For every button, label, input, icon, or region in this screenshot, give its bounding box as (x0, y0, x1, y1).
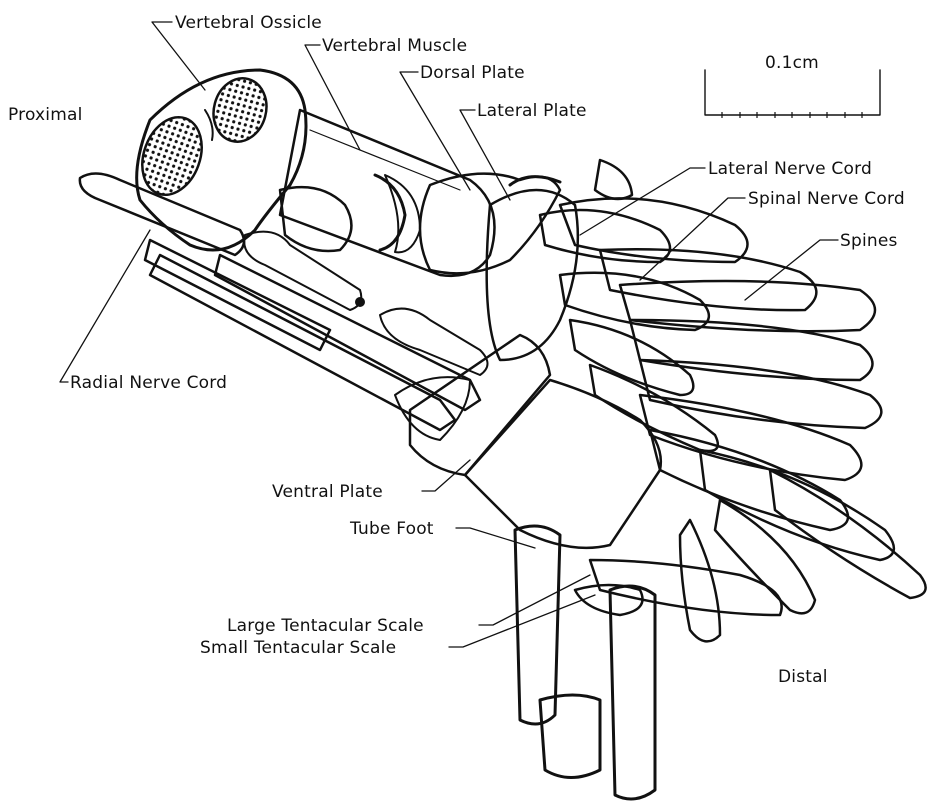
label-distal: Distal (778, 667, 828, 687)
label-vertebral-muscle: Vertebral Muscle (322, 36, 467, 56)
nerve-dot (355, 297, 365, 307)
label-proximal: Proximal (8, 105, 83, 125)
vertebral-ossicle (132, 70, 351, 251)
label-vertebral-ossicle: Vertebral Ossicle (175, 13, 322, 33)
labels: Vertebral Ossicle Vertebral Muscle Dorsa… (8, 13, 905, 687)
scale-bar (705, 70, 880, 118)
scale-bar-label: 0.1cm (765, 53, 819, 73)
label-ventral-plate: Ventral Plate (272, 482, 383, 502)
tube-feet (515, 526, 655, 799)
label-large-tentacular-scale: Large Tentacular Scale (227, 616, 424, 636)
label-small-tentacular-scale: Small Tentacular Scale (200, 638, 396, 658)
label-spinal-nerve-cord: Spinal Nerve Cord (748, 189, 905, 209)
articular-facet-right (207, 72, 274, 147)
leader-lines (60, 22, 838, 647)
label-lateral-plate: Lateral Plate (477, 101, 587, 121)
label-spines: Spines (840, 231, 898, 251)
label-dorsal-plate: Dorsal Plate (420, 63, 525, 83)
specimen-illustration (80, 70, 926, 799)
label-tube-foot: Tube Foot (349, 519, 434, 539)
dorsal-lateral-plates (420, 174, 578, 360)
label-radial-nerve-cord: Radial Nerve Cord (70, 373, 227, 393)
label-lateral-nerve-cord: Lateral Nerve Cord (708, 159, 872, 179)
ventral-plate (395, 335, 661, 548)
vertebral-muscle (280, 110, 495, 276)
